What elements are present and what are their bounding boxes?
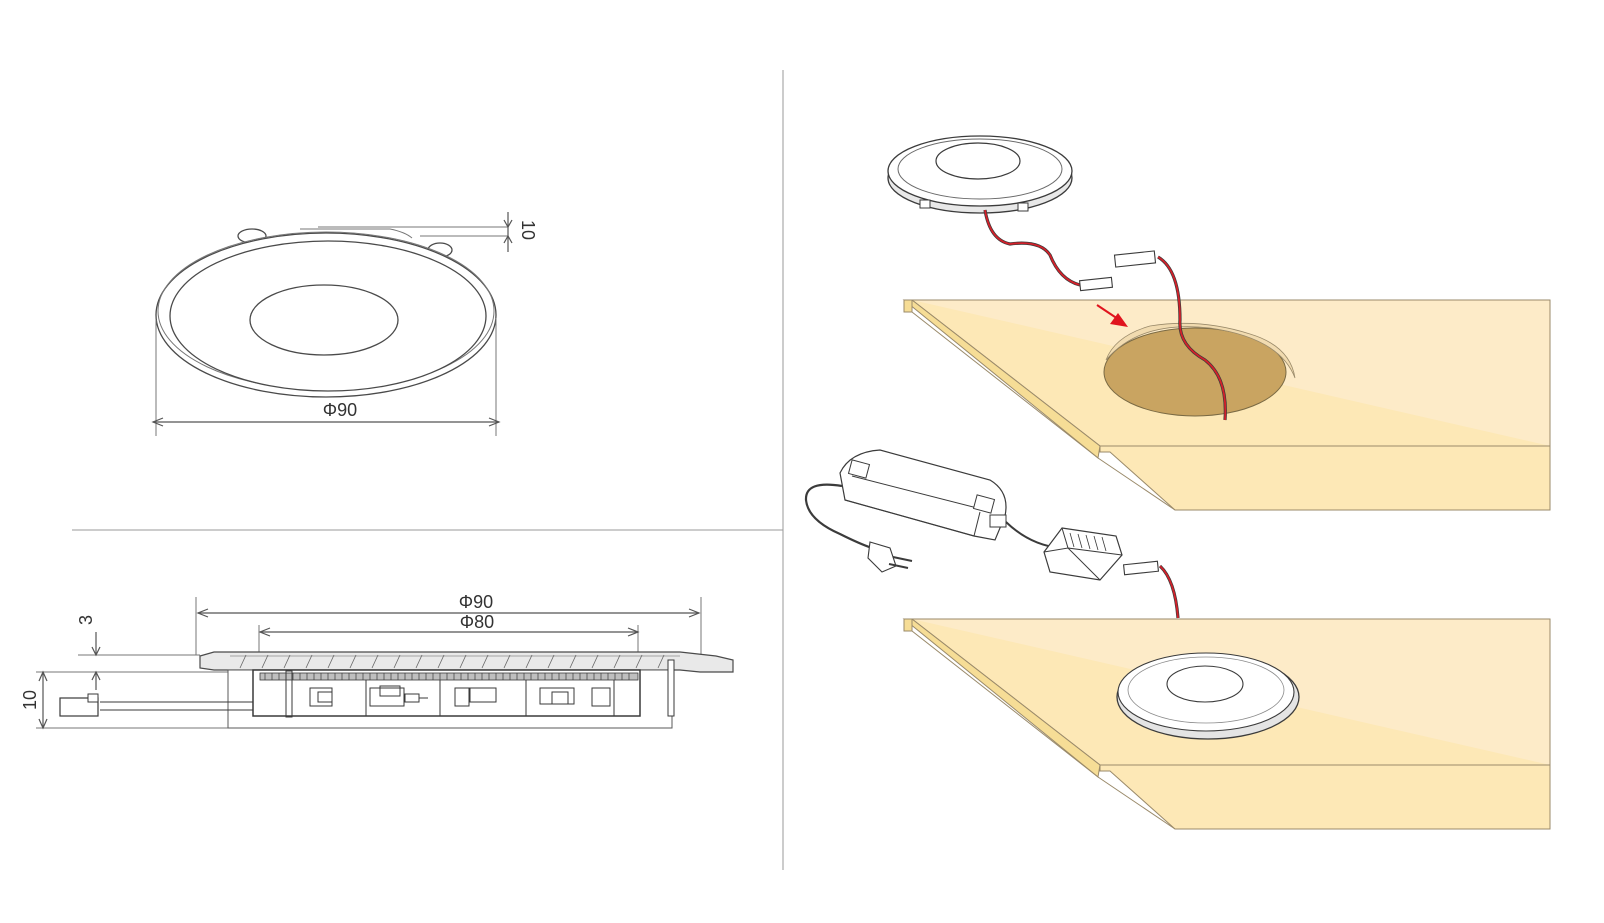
installation-illustration bbox=[804, 135, 1551, 830]
mains-cable bbox=[804, 483, 873, 550]
inner-diameter-label: Φ80 bbox=[460, 612, 494, 632]
flange-thickness-label: 3 bbox=[76, 615, 96, 625]
led-driver bbox=[839, 449, 1007, 541]
cabinet-panel-lower bbox=[902, 618, 1551, 830]
junction-box bbox=[1043, 527, 1123, 581]
height-dimension-label: 10 bbox=[518, 220, 538, 240]
diameter-dimension-label: Φ90 bbox=[323, 400, 357, 420]
outer-diameter-label: Φ90 bbox=[459, 592, 493, 612]
total-height-label: 10 bbox=[20, 690, 40, 710]
eu-plug-icon bbox=[867, 541, 913, 573]
arrow-right-down-icon bbox=[1096, 304, 1128, 327]
cabinet-panel-upper bbox=[902, 299, 1551, 511]
light-cross-section: Φ90 Φ80 3 10 bbox=[20, 592, 734, 730]
extension-cable bbox=[1113, 250, 1227, 421]
downlight-unit bbox=[887, 135, 1114, 292]
mounting-hole bbox=[1103, 327, 1287, 417]
output-connector bbox=[1122, 560, 1180, 619]
light-perspective-view: 10 Φ90 bbox=[151, 212, 538, 436]
